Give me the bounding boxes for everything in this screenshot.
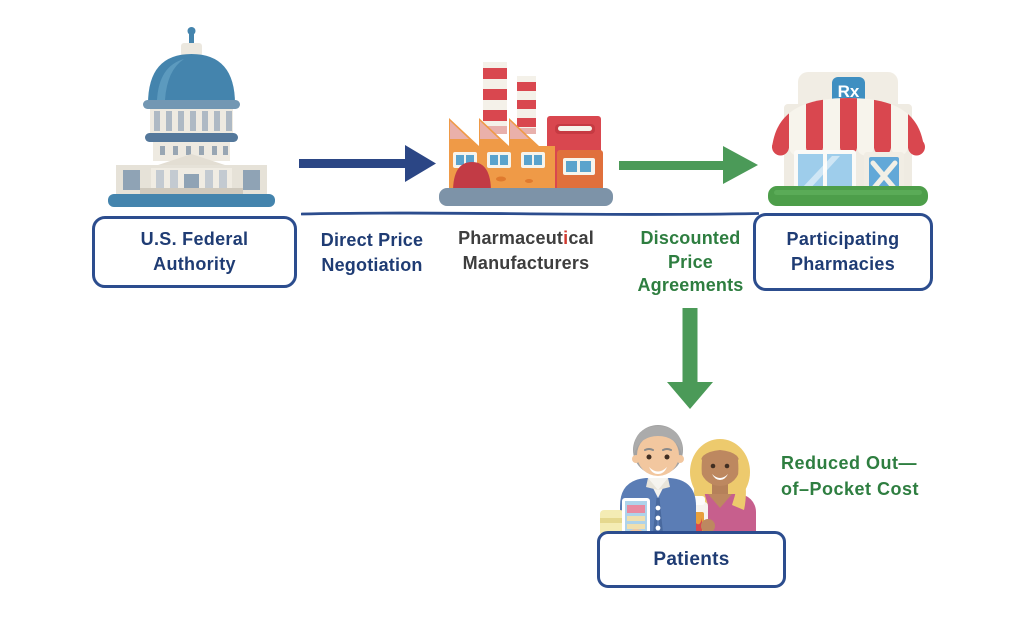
patients-label: Patients bbox=[653, 549, 730, 570]
patients-icon bbox=[600, 425, 756, 538]
node-patients: Patients bbox=[597, 531, 786, 588]
outcome-label: Reduced Out— of–Pocket Cost bbox=[781, 453, 920, 499]
manufacturers-label: Pharmaceutical Manufacturers bbox=[458, 228, 594, 273]
to-patients-arrow-icon bbox=[667, 308, 713, 409]
capitol-icon bbox=[108, 27, 275, 207]
negotiation-label: Direct Price Negotiation bbox=[320, 230, 424, 275]
pharmacy-icon: Rx bbox=[768, 72, 928, 206]
label-band-line bbox=[301, 211, 759, 216]
negotiation-arrow-icon bbox=[299, 145, 436, 182]
federal-authority-label: U.S. Federal Authority bbox=[140, 229, 249, 274]
participating-pharmacies-label: Participating Pharmacies bbox=[786, 229, 900, 274]
discounted-arrow-icon bbox=[619, 146, 758, 184]
factory-icon bbox=[439, 62, 613, 206]
node-federal-authority: U.S. Federal Authority bbox=[92, 216, 297, 288]
discounted-label: Discounted Price Agreements bbox=[637, 228, 744, 295]
node-participating-pharmacies: Participating Pharmacies bbox=[753, 213, 933, 291]
rx-sign-text: Rx bbox=[838, 82, 860, 101]
